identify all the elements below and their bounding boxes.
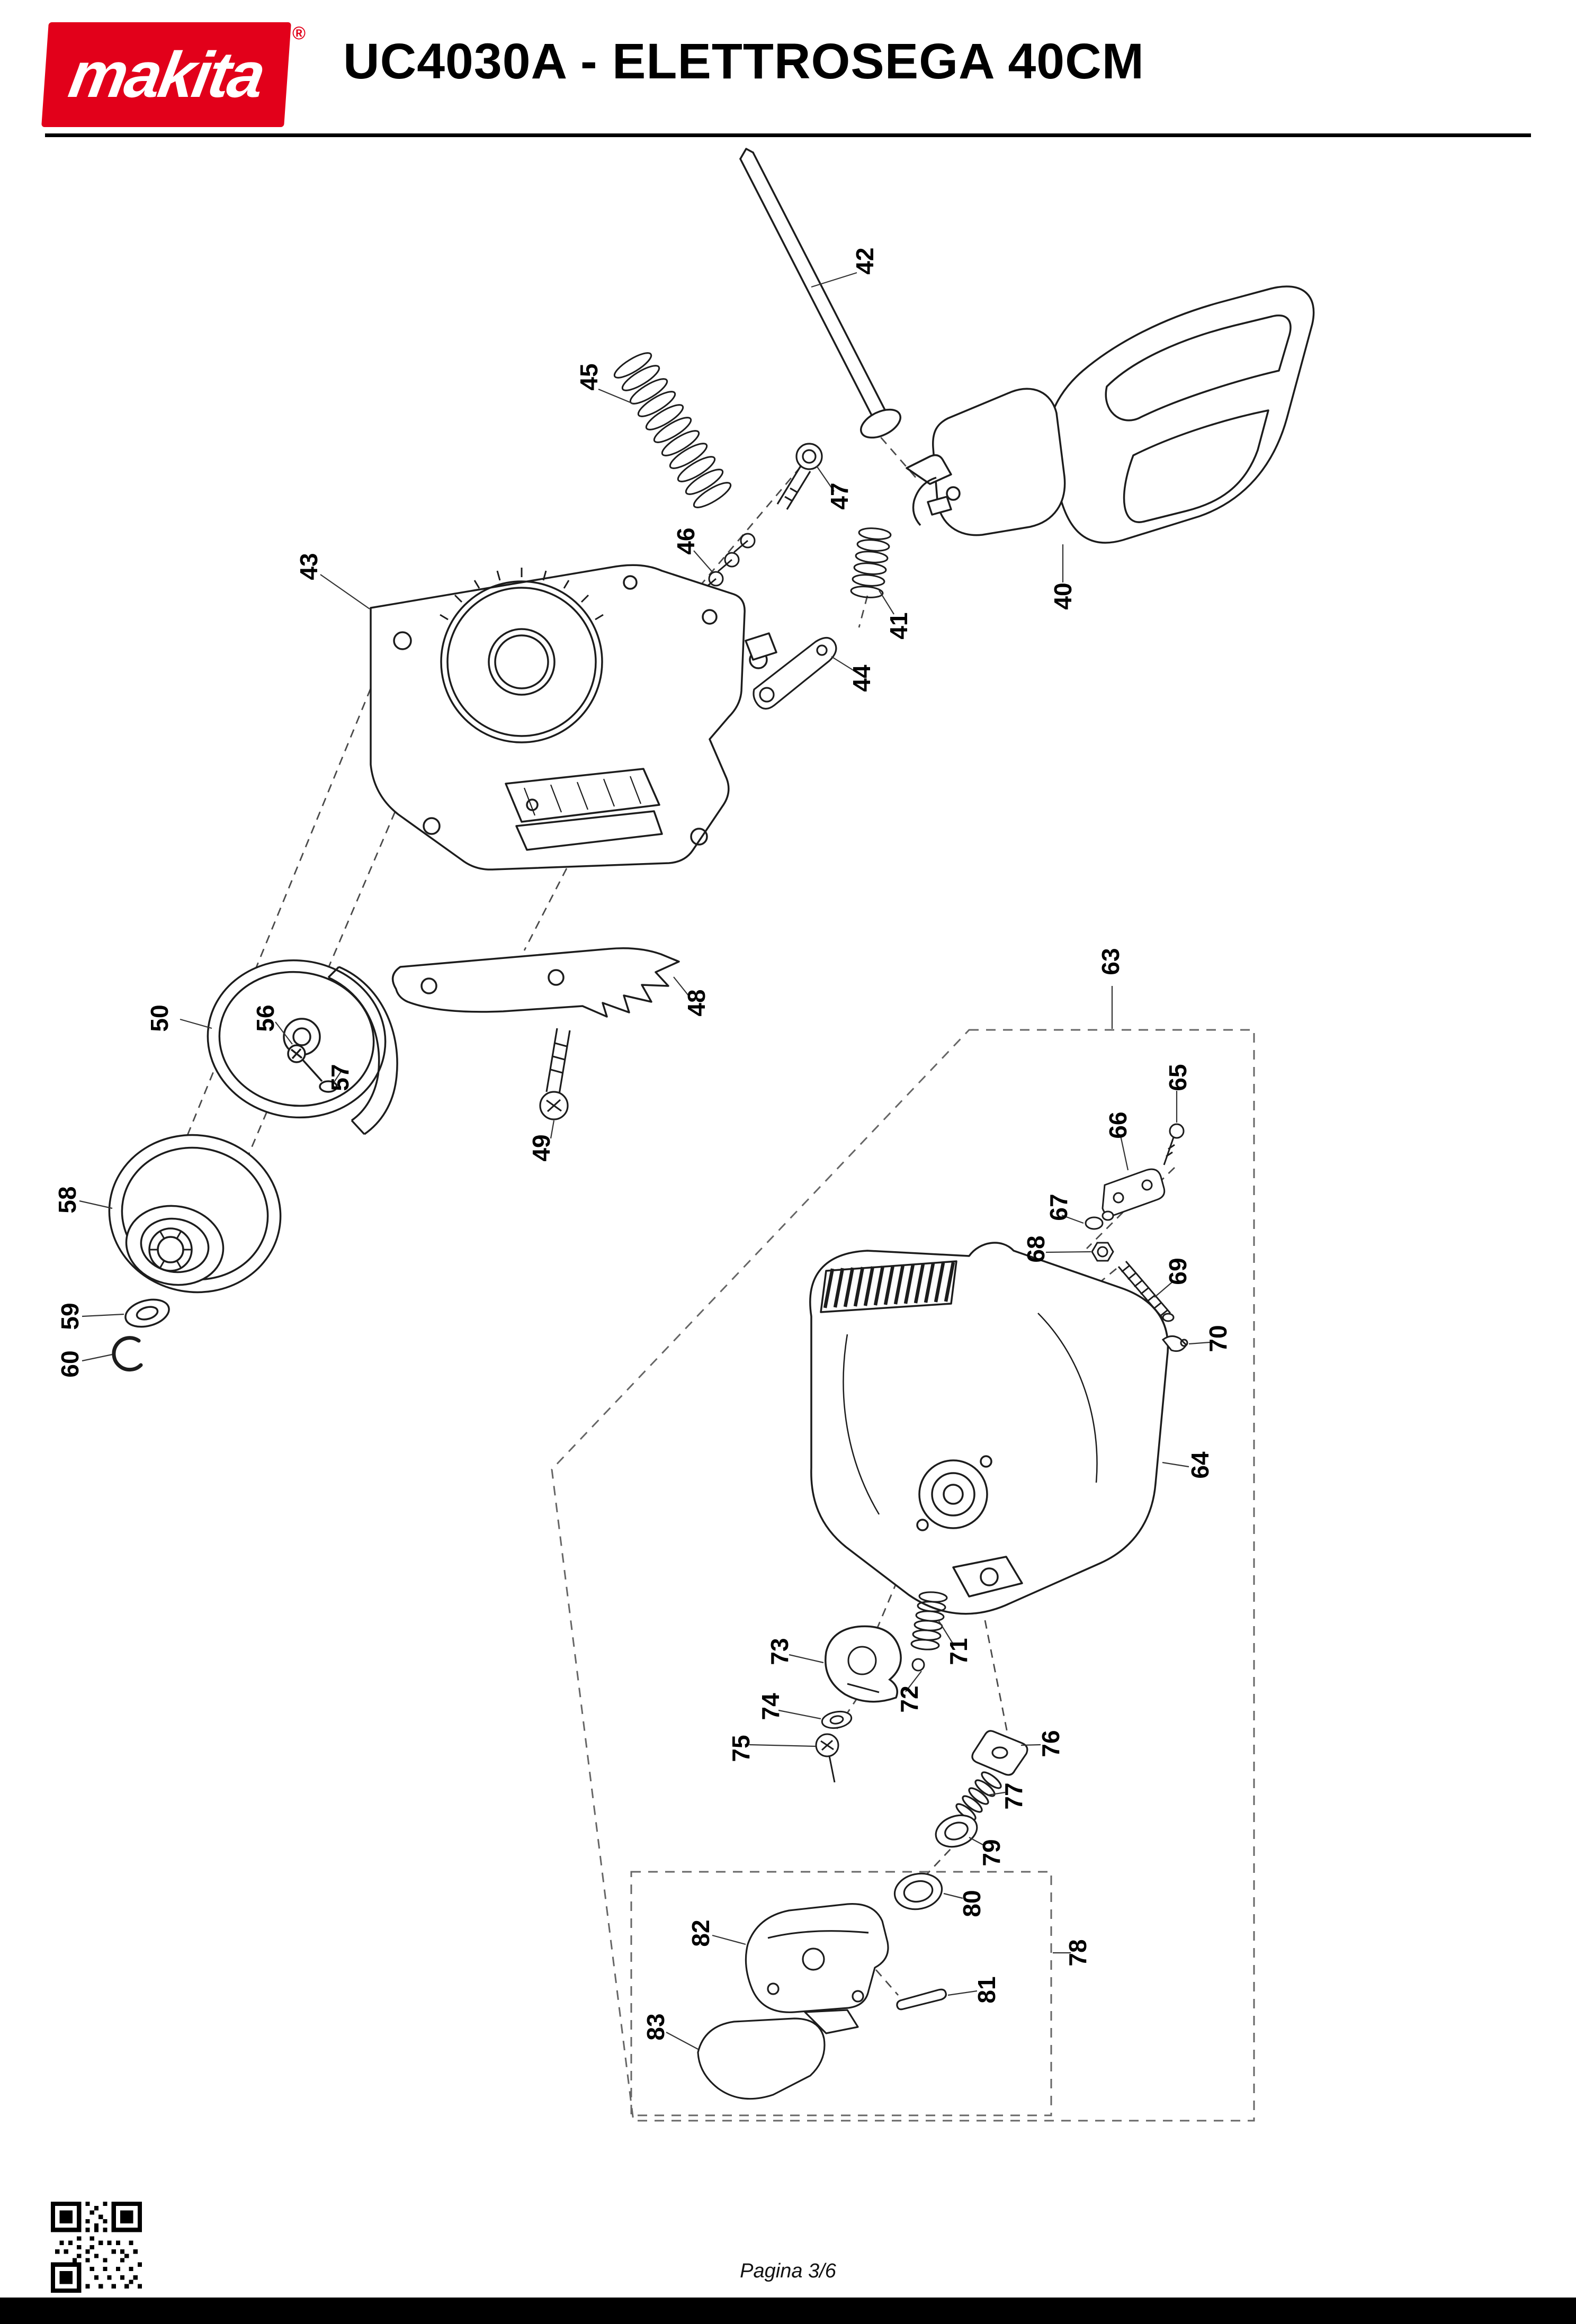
part-64-housing-art	[809, 1242, 1169, 1615]
registered-mark: ®	[292, 23, 306, 43]
parts-76-80-art	[893, 1730, 1028, 1910]
part-label-56: 56	[252, 1004, 279, 1032]
part-label-42: 42	[851, 247, 879, 275]
part-label-57: 57	[326, 1064, 354, 1091]
part-label-48: 48	[683, 989, 710, 1017]
part-label-79: 79	[978, 1839, 1005, 1867]
part-label-68: 68	[1022, 1235, 1050, 1263]
part-label-64: 64	[1186, 1451, 1214, 1479]
part-40-handle-art	[906, 285, 1315, 544]
part-label-45: 45	[575, 363, 603, 391]
part-label-43: 43	[295, 553, 323, 580]
part-41-spring-art	[850, 527, 892, 598]
part-label-81: 81	[973, 1976, 1000, 2004]
part-label-47: 47	[826, 482, 853, 510]
part-48-bumper-art	[391, 947, 680, 1018]
part-50-cover-art	[207, 959, 398, 1135]
footer-bar	[0, 2298, 1576, 2324]
part-label-72: 72	[896, 1685, 923, 1713]
part-label-69: 69	[1164, 1258, 1192, 1285]
makita-logo: makita	[41, 22, 291, 127]
parts-65-70-art	[1085, 1123, 1188, 1352]
group-boundaries	[551, 1029, 1255, 2122]
part-label-74: 74	[757, 1693, 784, 1720]
part-label-70: 70	[1204, 1325, 1232, 1352]
part-44-lever-art	[753, 636, 837, 710]
part-label-73: 73	[766, 1638, 793, 1665]
part-label-44: 44	[848, 665, 875, 692]
part-label-67: 67	[1045, 1194, 1072, 1221]
part-label-71: 71	[945, 1638, 972, 1665]
diagram-line-art	[79, 148, 1315, 2122]
part-label-58: 58	[53, 1186, 81, 1214]
part-label-50: 50	[146, 1004, 173, 1032]
qr-code	[51, 2202, 142, 2293]
page-title: UC4030A - ELETTROSEGA 40CM	[343, 33, 1144, 89]
part-label-41: 41	[885, 612, 912, 640]
part-labels-layer: 40 41 42 43 44 45 46 47 48 49 50 56 57 58 59 60 63 64 65 66…	[0, 138, 1576, 2182]
part-label-63: 63	[1097, 948, 1124, 975]
part-label-49: 49	[527, 1134, 555, 1162]
part-59-washer-art	[124, 1298, 170, 1328]
part-label-75: 75	[727, 1735, 755, 1762]
label-leaders	[79, 272, 1211, 2050]
parts-81-83-art	[697, 1903, 947, 2100]
part-label-60: 60	[56, 1350, 84, 1378]
part-42-rod-art	[739, 148, 901, 439]
part-58-drum-art	[108, 1134, 282, 1294]
part-60-clip-art	[112, 1336, 143, 1372]
part-label-46: 46	[672, 527, 700, 555]
part-label-80: 80	[958, 1890, 986, 1917]
part-47-bolt-art	[776, 443, 823, 510]
part-label-65: 65	[1164, 1064, 1192, 1091]
part-label-77: 77	[1000, 1782, 1027, 1810]
part-43-plate-art	[370, 564, 777, 871]
part-label-40: 40	[1049, 582, 1077, 610]
part-label-78: 78	[1064, 1939, 1091, 1967]
part-label-59: 59	[56, 1303, 84, 1330]
part-label-83: 83	[642, 2013, 669, 2041]
header-divider	[45, 133, 1531, 137]
part-45-spring-art	[613, 352, 732, 508]
makita-logo-text: makita	[64, 39, 269, 111]
part-label-66: 66	[1104, 1111, 1132, 1139]
page-number: Pagina 3/6	[740, 2260, 836, 2282]
parts-71-75-art	[815, 1591, 948, 1783]
part-label-76: 76	[1037, 1730, 1064, 1757]
part-label-82: 82	[687, 1919, 714, 1947]
part-49-screw-art	[539, 1028, 571, 1120]
exploded-diagram: 40 41 42 43 44 45 46 47 48 49 50 56 57 58 59 60 63 64 65 66…	[0, 138, 1576, 2182]
